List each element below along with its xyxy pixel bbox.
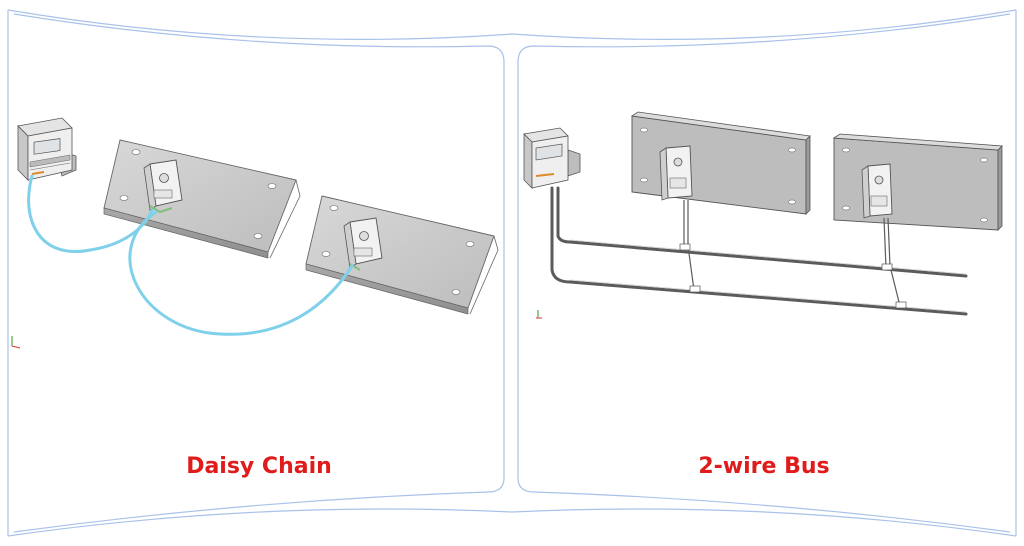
- mounting-plate-b: [832, 133, 1003, 231]
- daisy-chain-caption: Daisy Chain: [186, 454, 332, 479]
- two-wire-bus-caption: 2-wire Bus: [698, 454, 830, 479]
- daisy-chain-diagram: [17, 117, 499, 336]
- bus-wires: [550, 186, 968, 316]
- energy-meter-right: [523, 127, 581, 189]
- sensor-module-1: [143, 159, 183, 214]
- bus-wire-highlight: [569, 239, 967, 313]
- mounting-plate-2: [305, 195, 499, 315]
- sensor-module-a: [659, 145, 701, 293]
- two-wire-bus-diagram: [523, 111, 1003, 316]
- axis-gizmo-left: [11, 336, 21, 349]
- sensor-module-b: [861, 163, 907, 309]
- right-panel-frame: [517, 13, 1011, 533]
- outer-frame: [7, 9, 1017, 537]
- mounting-plate-a: [630, 111, 811, 215]
- daisy-chain-cables: [27, 174, 354, 336]
- energy-meter-left: [17, 117, 77, 181]
- axis-gizmo-right: [536, 310, 542, 319]
- left-panel-frame: [13, 13, 505, 533]
